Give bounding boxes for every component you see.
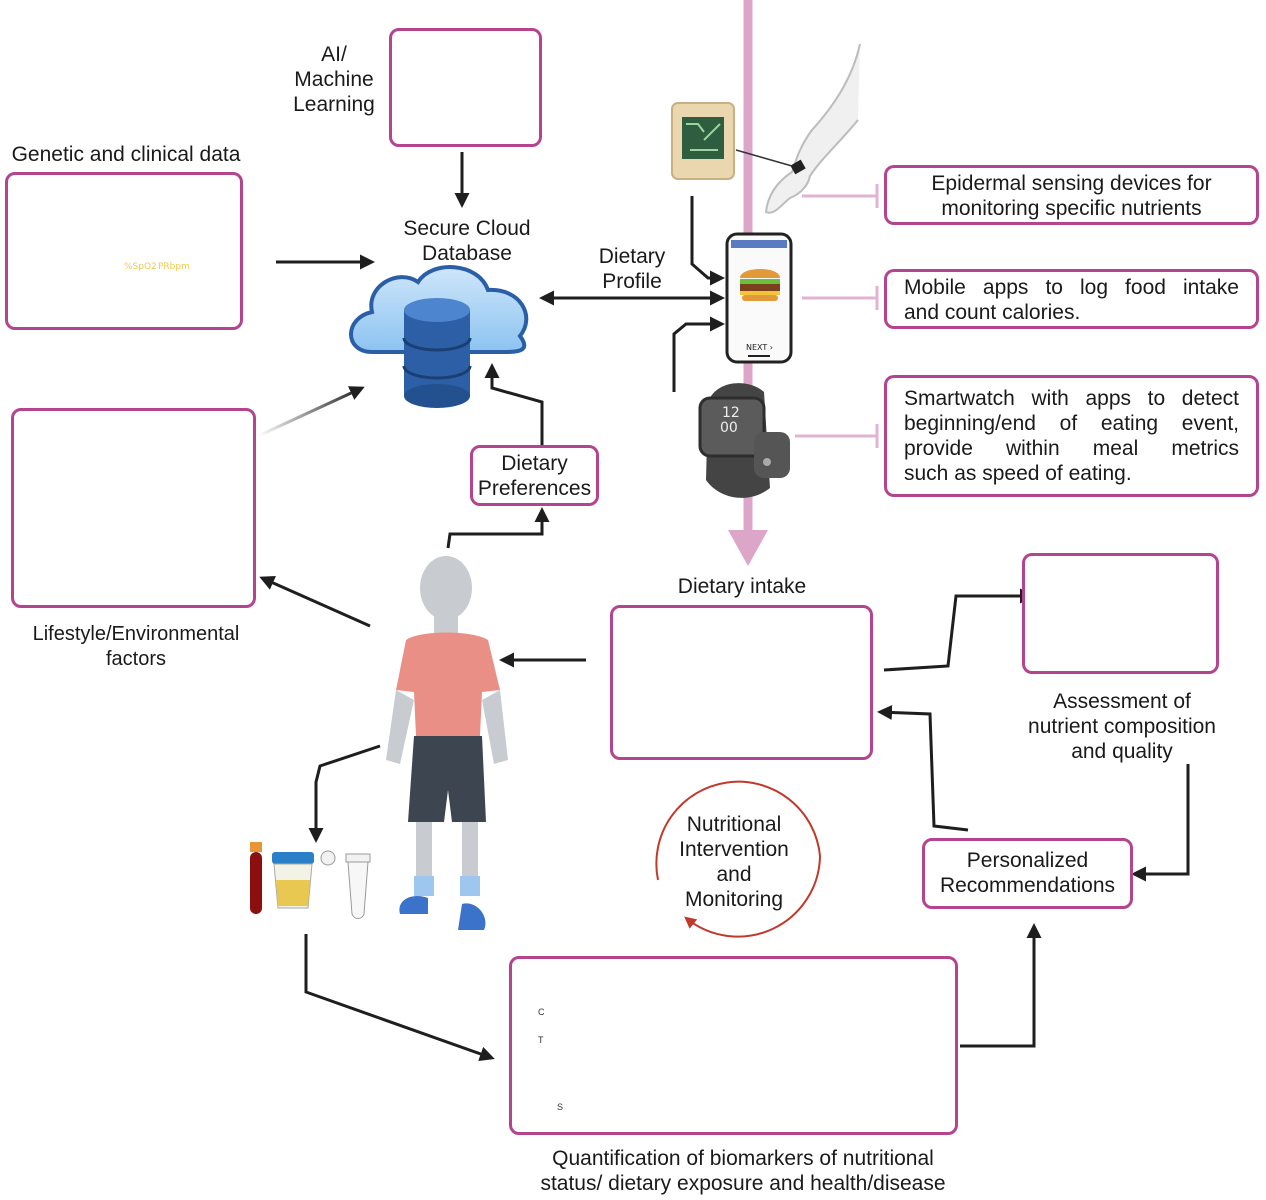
oximeter-pr-value: 70 bbox=[162, 278, 178, 293]
eppendorf-tube-icon bbox=[320, 850, 371, 919]
watch-clock-minutes: 00 bbox=[720, 420, 738, 436]
cloud-database-icon bbox=[349, 265, 529, 408]
microchip-icon bbox=[671, 102, 735, 180]
test-strip-c-label: C bbox=[538, 1007, 545, 1017]
biomarkers-box bbox=[509, 956, 958, 1135]
genetic-clinical-title: Genetic and clinical data bbox=[11, 143, 241, 166]
genetic-clinical-box bbox=[5, 172, 243, 330]
flow-arrows bbox=[257, 152, 1190, 1062]
lifestyle-box bbox=[11, 408, 256, 608]
epidermal-device-box bbox=[884, 165, 1259, 225]
smartwatch-box bbox=[884, 375, 1259, 497]
child-icon bbox=[386, 556, 508, 930]
blood-tube-icon bbox=[250, 842, 262, 914]
assessment-box bbox=[1022, 553, 1219, 674]
watch-clock-hours: 12 bbox=[722, 405, 740, 421]
dietary-preferences-box bbox=[470, 445, 599, 506]
urine-cup-icon bbox=[272, 852, 314, 909]
dietary-intake-box bbox=[610, 605, 873, 760]
arm-sensor-icon bbox=[735, 43, 861, 214]
ai-box bbox=[389, 28, 542, 147]
mobile-app-box bbox=[884, 269, 1259, 329]
test-strip-s-label: S bbox=[557, 1102, 564, 1112]
recommendations-box bbox=[922, 838, 1133, 909]
dietary-intake-title: Dietary intake bbox=[677, 575, 807, 598]
oximeter-pr-label: PRbpm bbox=[158, 262, 190, 272]
biomarkers-label: Quantification of biomarkers of nutritio… bbox=[540, 1147, 946, 1195]
oximeter-spo2-value: 90 bbox=[128, 274, 149, 294]
phone-next-button: NEXT › bbox=[746, 343, 774, 352]
smartwatch-icon bbox=[698, 383, 790, 498]
oximeter-spo2-label: %SpO2 bbox=[124, 262, 157, 272]
cycle-loop bbox=[655, 780, 822, 938]
test-strip-t-label: T bbox=[538, 1035, 544, 1045]
burger-icon bbox=[740, 269, 780, 301]
